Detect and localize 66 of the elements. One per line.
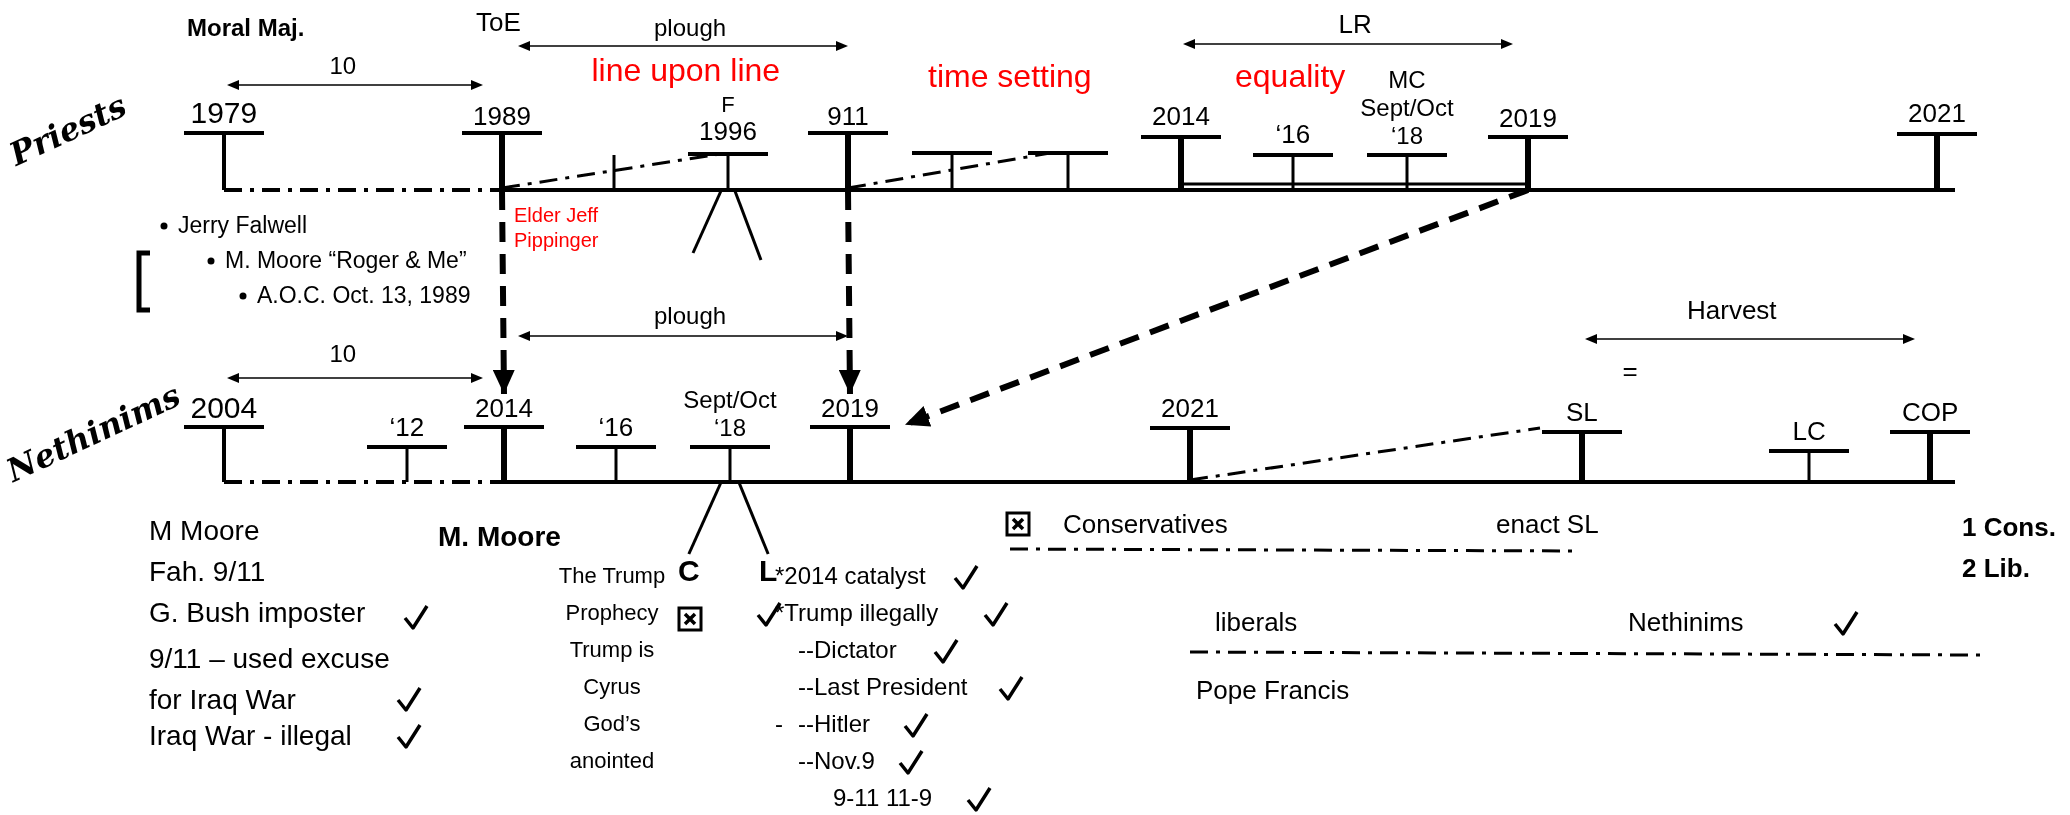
note-text: - (775, 710, 783, 738)
connector-line (733, 189, 763, 261)
date-label: MC Sept/Oct ‘18 (1359, 66, 1455, 150)
note-text: --Last President (798, 673, 968, 701)
year-label: 911 (826, 102, 870, 132)
note-text: --Dictator (798, 636, 897, 664)
arrow (492, 189, 515, 395)
equals-sign: = (1622, 357, 1638, 387)
list-item: Jerry Falwell (178, 212, 308, 239)
span-label: Harvest (1687, 296, 1777, 326)
annotation-text: line upon line (591, 52, 781, 89)
heading-text: M. Moore (438, 521, 561, 554)
connector-line (687, 481, 723, 555)
note-text: M Moore (149, 515, 260, 548)
note-text: Pope Francis (1196, 676, 1350, 706)
note-text: G. Bush imposter (149, 597, 366, 630)
side-letter: L (759, 554, 778, 589)
annotation-text: equality (1235, 58, 1346, 95)
year-label: 2021 (1161, 394, 1219, 424)
tick-label: COP (1902, 398, 1959, 428)
year-label: 1989 (472, 102, 532, 132)
year-label: 2019 (820, 394, 880, 424)
list-item: A.O.C. Oct. 13, 1989 (257, 282, 471, 309)
year-label: 1996 (698, 117, 758, 148)
tick-label: LC (1792, 417, 1826, 447)
year-label: ‘12 (389, 413, 425, 443)
year-label: 2004 (190, 391, 258, 426)
note-text: liberals (1215, 608, 1298, 638)
note-text: 9-11 11-9 (833, 784, 933, 812)
year-label: ‘16 (1275, 120, 1311, 150)
heading-text: ToE (476, 8, 521, 38)
note-text: 2 Lib. (1962, 554, 2030, 584)
heading-text: Moral Maj. (187, 14, 305, 42)
note-text: *2014 catalyst (775, 562, 926, 590)
span-label: plough (654, 302, 727, 330)
year-label: 2014 (1152, 102, 1210, 132)
year-label: 2014 (474, 394, 534, 424)
note-text: Fah. 9/11 (149, 556, 266, 589)
note-text: Nethinims (1628, 608, 1744, 638)
year-label: ‘16 (598, 413, 634, 443)
note-text: Iraq War - illegal (149, 720, 352, 753)
span-label: LR (1338, 10, 1372, 40)
year-label: F (720, 92, 736, 118)
span-label: plough (654, 14, 727, 42)
connector-line (691, 189, 723, 254)
note-text: The Trump Prophecy Trump is Cyrus God’s anointed (557, 562, 667, 775)
span-label: 10 (329, 340, 357, 368)
connector-line (737, 481, 770, 555)
span-label: 10 (329, 52, 357, 80)
note-text: --Nov.9 (798, 747, 875, 775)
note-text: enact SL (1496, 510, 1599, 540)
note-text: 9/11 – used excuse for Iraq War (149, 642, 391, 717)
annotation-text: time setting (928, 58, 1092, 95)
year-label: Sept/Oct ‘18 (682, 386, 778, 442)
note-text: Conservatives (1063, 510, 1228, 540)
note-text: *Trump illegally (775, 599, 939, 627)
annotation-text: Elder Jeff Pippinger (514, 203, 600, 253)
year-label: 2021 (1908, 99, 1966, 129)
tick-label: SL (1566, 398, 1598, 428)
note-text: --Hitler (798, 710, 870, 738)
arrow (838, 189, 861, 395)
year-label: 2019 (1498, 104, 1558, 134)
side-letter: C (678, 554, 700, 589)
list-item: M. Moore “Roger & Me” (225, 247, 467, 274)
year-label: 1979 (190, 96, 258, 131)
note-text: 1 Cons. (1962, 513, 2056, 543)
